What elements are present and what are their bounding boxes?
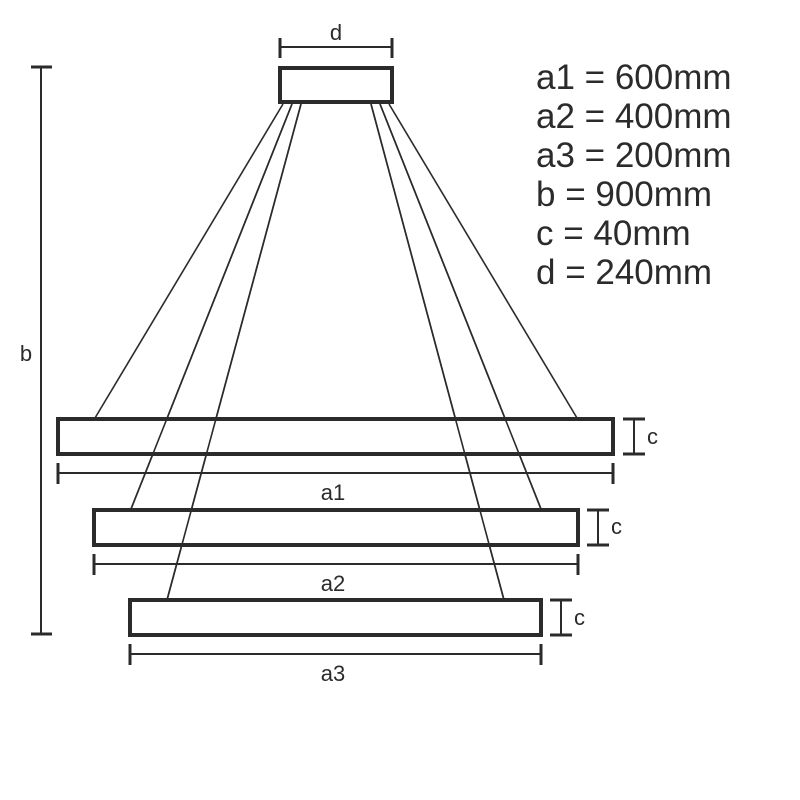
legend-c: c = 40mm bbox=[536, 214, 691, 253]
label-c-ring-3: c bbox=[574, 605, 585, 630]
legend-d: d = 240mm bbox=[536, 253, 713, 292]
dimension-a3 bbox=[128, 644, 543, 665]
label-c-ring-2: c bbox=[611, 514, 622, 539]
legend-a2: a2 = 400mm bbox=[536, 97, 732, 136]
label-a2: a2 bbox=[321, 571, 345, 596]
label-b: b bbox=[20, 341, 32, 366]
ring-2 bbox=[92, 508, 580, 547]
dimension-a2 bbox=[92, 554, 580, 575]
legend-a1: a1 = 600mm bbox=[536, 58, 732, 97]
label-a3: a3 bbox=[321, 661, 345, 686]
ring-1 bbox=[56, 417, 615, 456]
label-d: d bbox=[330, 20, 342, 45]
label-c-ring-1: c bbox=[647, 424, 658, 449]
dimension-c-ring-3 bbox=[550, 598, 572, 637]
dimension-b bbox=[31, 65, 52, 636]
label-a1: a1 bbox=[321, 480, 345, 505]
legend-b: b = 900mm bbox=[536, 175, 713, 214]
ceiling-canopy bbox=[278, 66, 394, 104]
dimension-c-ring-2 bbox=[587, 508, 609, 547]
dimension-legend: a1 = 600mm a2 = 400mm a3 = 200mm b = 900… bbox=[536, 58, 732, 292]
suspension-wires-front bbox=[130, 103, 542, 601]
ring-3 bbox=[128, 598, 543, 637]
dimension-c-ring-1 bbox=[623, 417, 645, 456]
dimension-a1 bbox=[56, 463, 615, 484]
dimension-d bbox=[278, 38, 394, 58]
legend-a3: a3 = 200mm bbox=[536, 136, 732, 175]
